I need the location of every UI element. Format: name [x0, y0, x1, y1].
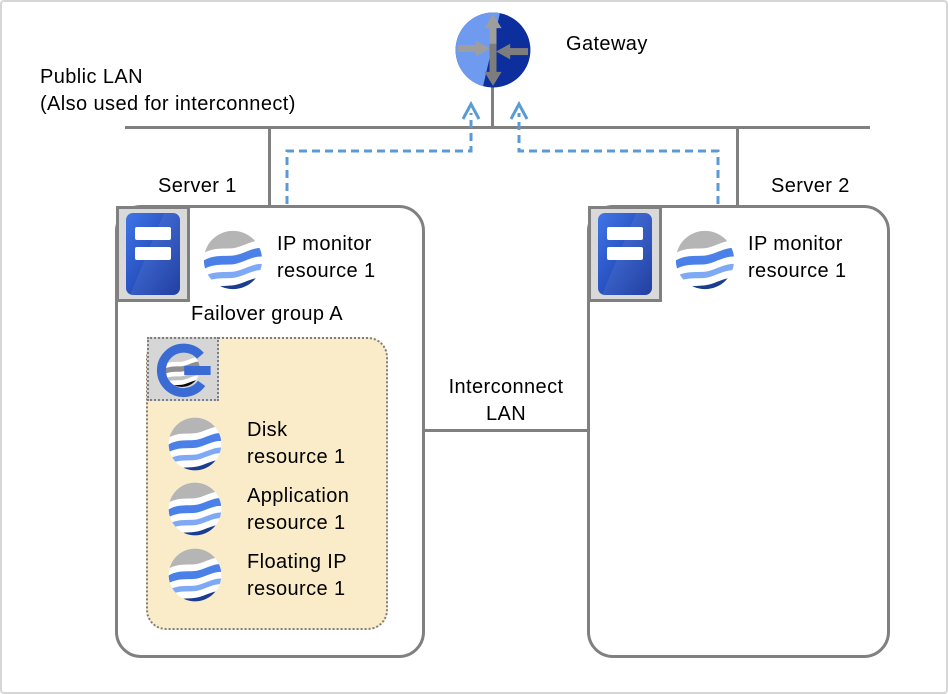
server1-ip-monitor-line2: resource 1 — [277, 260, 376, 282]
server2-drop-line — [736, 129, 739, 206]
server2-ip-monitor-line2: resource 1 — [748, 260, 847, 282]
floating-ip-resource-line2: resource 1 — [247, 578, 346, 600]
gateway-drop-line — [491, 86, 494, 127]
server1-ip-monitor-line1: IP monitor — [277, 233, 372, 255]
gateway-router-icon — [454, 11, 532, 89]
application-resource-line1: Application — [247, 485, 350, 507]
server1-monitor-arrowhead — [461, 100, 481, 120]
disk-resource-label: Disk resource 1 — [247, 417, 346, 471]
server2-server-icon — [588, 206, 662, 302]
server1-drop-line — [268, 129, 271, 206]
gateway-label: Gateway — [566, 33, 648, 55]
application-resource-icon — [167, 481, 223, 537]
server1-ip-monitor-label: IP monitor resource 1 — [277, 231, 376, 285]
interconnect-lan-line1: Interconnect — [448, 376, 564, 398]
interconnect-lan-line2: LAN — [485, 403, 527, 425]
floating-ip-resource-line1: Floating IP — [247, 551, 348, 573]
application-resource-line2: resource 1 — [247, 512, 346, 534]
floating-ip-resource-icon — [167, 547, 223, 603]
server2-ip-monitor-resource-icon — [674, 229, 736, 291]
server2-monitor-arrowhead — [509, 100, 529, 120]
server1-label: Server 1 — [158, 175, 237, 197]
server2-ip-monitor-label: IP monitor resource 1 — [748, 231, 847, 285]
public-lan-label-line1: Public LAN — [40, 66, 143, 88]
server1-server-icon — [116, 206, 190, 302]
public-lan-label: Public LAN (Also used for interconnect) — [40, 64, 296, 118]
disk-resource-line2: resource 1 — [247, 446, 346, 468]
disk-resource-icon — [167, 416, 223, 472]
failover-group-label: Failover group A — [190, 303, 344, 325]
server2-ip-monitor-line1: IP monitor — [748, 233, 843, 255]
application-resource-label: Application resource 1 — [247, 483, 349, 537]
floating-ip-resource-label: Floating IP resource 1 — [247, 549, 347, 603]
server1-ip-monitor-resource-icon — [202, 229, 264, 291]
failover-group-g-icon — [147, 337, 219, 401]
interconnect-lan-line — [424, 429, 588, 432]
public-lan-label-line2: (Also used for interconnect) — [40, 93, 296, 115]
server2-label: Server 2 — [771, 175, 850, 197]
public-lan-line — [125, 126, 870, 129]
interconnect-lan-label: Interconnect LAN — [426, 374, 586, 428]
disk-resource-line1: Disk — [247, 419, 288, 441]
